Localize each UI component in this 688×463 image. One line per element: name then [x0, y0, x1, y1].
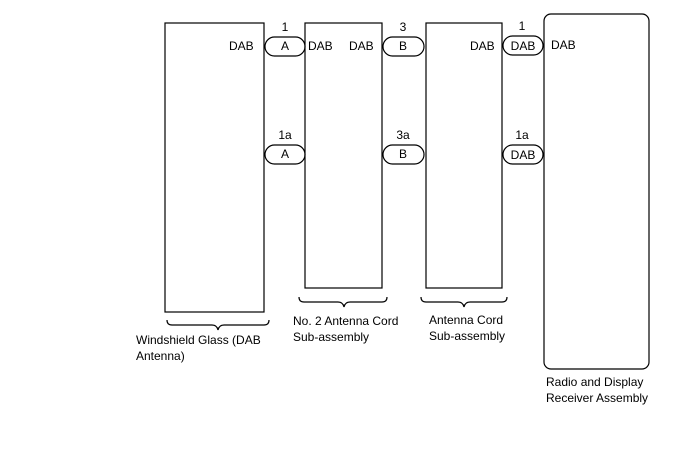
connector-b-top-pin: 3: [400, 20, 407, 34]
connector-dab-top-pin: 1: [519, 19, 526, 33]
cord-label-line1: Antenna Cord: [429, 313, 503, 327]
connector-a-bottom-code: A: [281, 147, 289, 161]
cord2-terminal-right-label: DAB: [349, 39, 374, 53]
connector-a-top-code: A: [281, 39, 289, 53]
radio-terminal-label: DAB: [551, 38, 576, 52]
connector-b-bottom: [382, 144, 425, 165]
connector-b-top: [382, 36, 425, 57]
connector-dab-top: [502, 35, 544, 56]
antenna-cord-block: [425, 22, 503, 289]
cord2-label-line1: No. 2 Antenna Cord: [293, 314, 398, 328]
connector-dab-bottom-code: DAB: [511, 148, 536, 162]
windshield-terminal-label: DAB: [229, 39, 254, 53]
windshield-label-line2: Antenna): [136, 349, 185, 363]
windshield-brace: [166, 319, 270, 331]
radio-receiver-block: [543, 13, 650, 370]
connector-dab-top-code: DAB: [511, 39, 536, 53]
connector-a-bottom: [264, 144, 306, 165]
windshield-glass-block: [164, 22, 265, 313]
connector-a-bottom-pin: 1a: [278, 128, 292, 142]
connector-dab-bottom: [502, 144, 544, 165]
connector-a-top-pin: 1: [282, 20, 289, 34]
windshield-label-line1: Windshield Glass (DAB: [136, 333, 261, 347]
cord2-terminal-left-label: DAB: [308, 39, 333, 53]
connector-dab-bottom-pin: 1a: [515, 128, 529, 142]
cord-terminal-right-label: DAB: [470, 39, 495, 53]
cord2-label-line2: Sub-assembly: [293, 330, 369, 344]
connector-a-top: [264, 36, 306, 57]
radio-label-line1: Radio and Display: [546, 375, 643, 389]
radio-label-line2: Receiver Assembly: [546, 391, 648, 405]
connector-b-top-code: B: [399, 39, 407, 53]
connector-b-bottom-pin: 3a: [396, 128, 410, 142]
connector-b-bottom-code: B: [399, 147, 407, 161]
no2-antenna-cord-block: [304, 22, 383, 289]
cord-label-line2: Sub-assembly: [429, 329, 505, 343]
cord2-brace: [298, 296, 388, 308]
cord-brace: [420, 296, 508, 308]
